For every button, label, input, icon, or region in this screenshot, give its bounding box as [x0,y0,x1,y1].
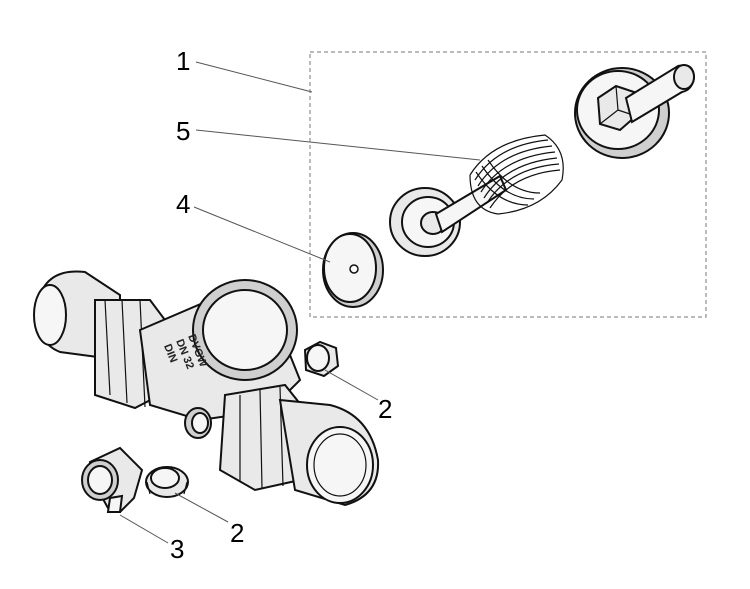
leader-line-5 [195,129,481,161]
callout-5: 5 [176,116,190,146]
callout-1: 1 [176,46,190,76]
leader-line-2b [174,492,229,523]
elbow-fitting-part [81,446,144,514]
washer-disc-part [322,232,384,308]
assembly-box [309,51,707,318]
valve-body: DVGW DN 32 DIN [33,270,380,507]
bonnet-cap-part [574,64,696,159]
spring-part [389,134,564,257]
callout-3: 3 [170,534,184,564]
leader-line-4 [193,206,331,263]
callout-2-upper: 2 [378,394,392,424]
leader-line-2a [324,369,379,401]
callout-4: 4 [176,189,190,219]
plug-part-upper [303,340,340,378]
leader-line-3 [119,514,169,544]
leader-line-1 [195,61,313,93]
plug-part-lower [145,466,189,498]
callout-2-lower: 2 [230,518,244,548]
